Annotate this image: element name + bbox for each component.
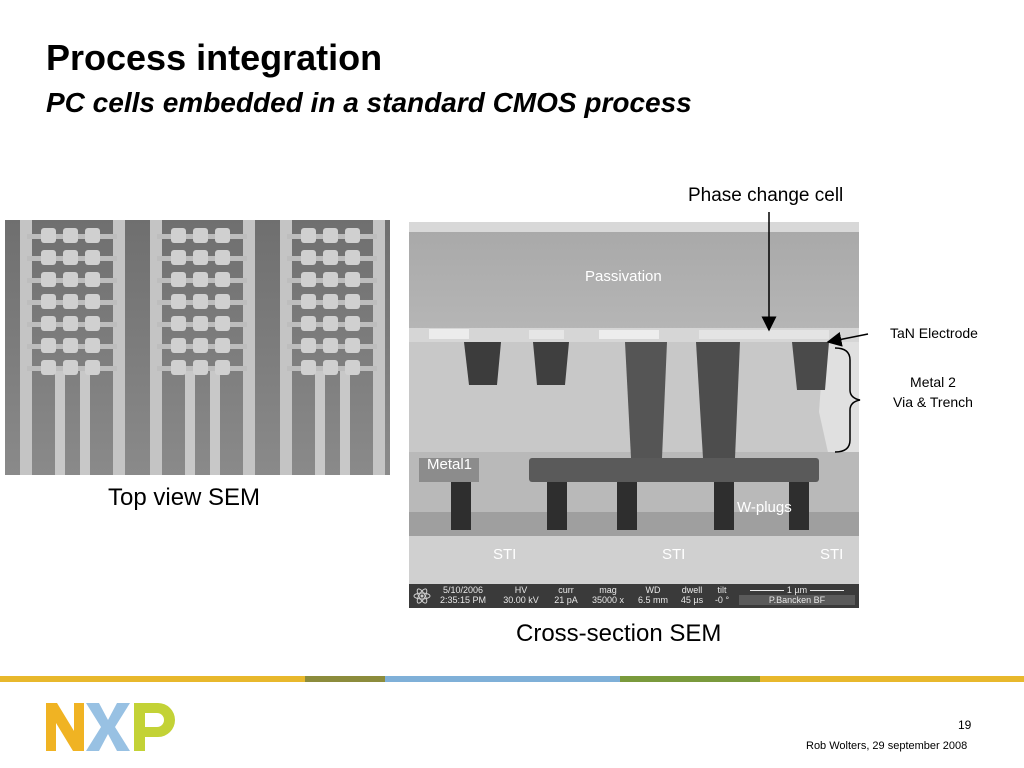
nxp-logo	[46, 703, 175, 751]
metal1-label: Metal1	[427, 456, 473, 473]
top-view-sem-image	[5, 220, 390, 475]
sti-label: STI	[662, 546, 686, 563]
slide-title: Process integration	[46, 37, 383, 78]
info-tilt: tilt-0 °	[714, 585, 730, 605]
info-scale: 1 µm P.Bancken BF	[739, 585, 855, 605]
wplugs-label: W-plugs	[737, 499, 792, 516]
metal2-label: Metal 2 Via & Trench	[875, 372, 991, 412]
slide-subtitle: PC cells embedded in a standard CMOS pro…	[46, 87, 692, 118]
phase-change-cell-label: Phase change cell	[688, 185, 844, 206]
sti-label: STI	[820, 546, 844, 563]
page-number: 19	[958, 718, 972, 732]
cross-section-caption: Cross-section SEM	[516, 620, 722, 647]
scale-bar: 1 µm	[739, 585, 855, 595]
footer-author-date: Rob Wolters, 29 september 2008	[806, 740, 968, 752]
metal2-label-line2: Via & Trench	[893, 394, 973, 410]
atom-icon	[413, 588, 431, 604]
top-view-caption: Top view SEM	[108, 484, 261, 511]
tan-electrode-label: TaN Electrode	[890, 325, 978, 341]
footer-color-band	[0, 676, 1024, 682]
metal2-label-line1: Metal 2	[910, 374, 956, 390]
sti-label: STI	[493, 546, 517, 563]
cross-section-sem-image: Passivation Metal1 W-plugs STI STI STI 5…	[409, 222, 859, 608]
passivation-label: Passivation	[585, 268, 662, 285]
